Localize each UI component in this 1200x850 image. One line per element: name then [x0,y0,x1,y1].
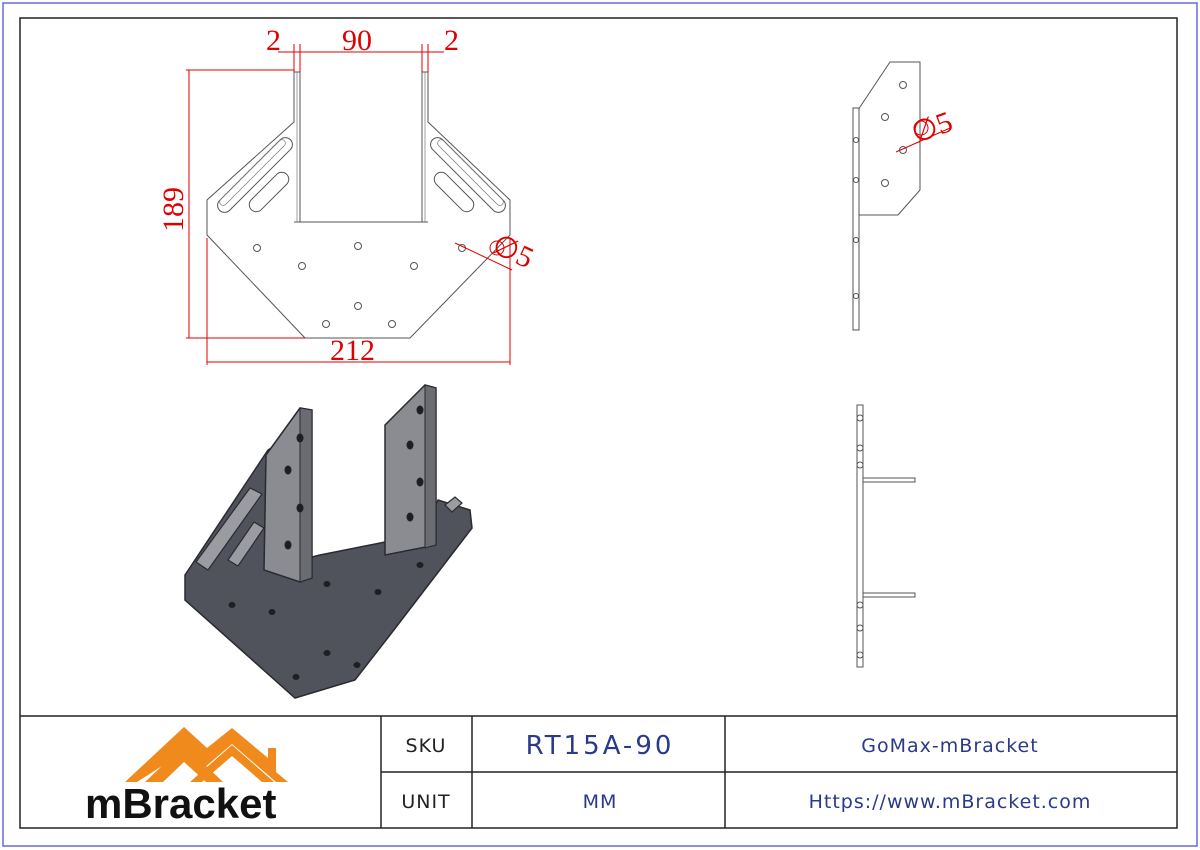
side-view-edge [852,107,860,331]
unit-label: UNIT [401,791,450,813]
isometric-view [184,384,473,699]
website-link[interactable]: Https://www.mBracket.com [809,791,1092,813]
dim-top-left-gap: 2 [266,24,281,57]
dim-top-width: 90 [342,24,372,57]
front-dimension-lines [186,44,513,365]
side-view-plate [857,61,921,216]
logo-text: mBracket [85,780,276,827]
front-right-slots [430,137,506,213]
unit-value: MM [583,791,618,813]
drawing-border [19,17,1178,829]
front-view-holes [253,242,466,328]
iso-cylinder-long [195,487,263,571]
edge-view-flange-bottom [862,592,916,598]
sku-label: SKU [406,735,447,757]
side-view-holes [853,81,907,299]
edge-view-holes [856,414,864,659]
front-left-slots [217,137,293,213]
dim-top-right-gap: 2 [444,24,459,57]
iso-upright-holes [284,405,424,550]
iso-base-holes [228,562,424,680]
edge-view-bar [856,404,864,668]
edge-view [856,404,916,668]
sku-value: RT15A-90 [526,731,675,761]
edge-view-flange-top [862,477,916,483]
title-block: mBracket SKU RT15A-90 UNIT MM GoMax-mBra… [20,715,1177,828]
logo-roof-icon [125,727,288,782]
mbracket-logo: mBracket [85,727,288,827]
iso-cylinder-short [227,521,265,567]
front-view: 2 90 2 189 212 ∅5 [157,24,538,367]
brand-name: GoMax-mBracket [861,735,1038,757]
side-view: ∅5 [852,61,957,331]
dim-height: 189 [157,187,190,232]
dim-width: 212 [330,334,375,367]
